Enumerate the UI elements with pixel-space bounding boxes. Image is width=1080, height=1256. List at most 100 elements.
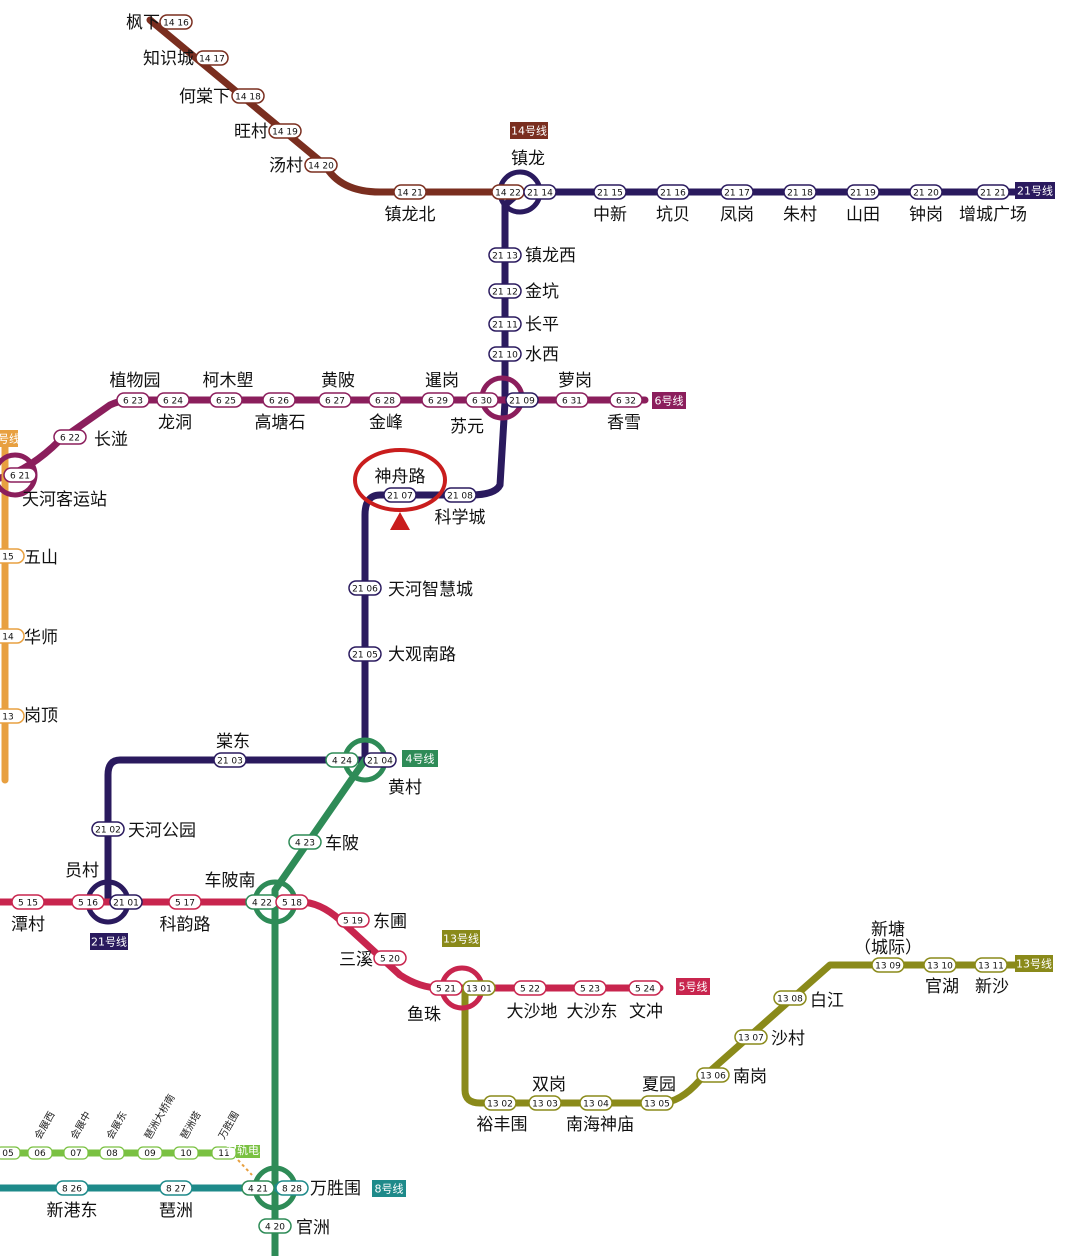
station-dashadi[interactable]: 5 22 bbox=[513, 980, 547, 996]
station-tancun[interactable]: 5 15 bbox=[11, 894, 45, 910]
station-yuancun-pill bbox=[71, 894, 105, 910]
station-shuanggang[interactable]: 13 03 bbox=[528, 1095, 562, 1111]
station-xiayuan[interactable]: 13 05 bbox=[640, 1095, 674, 1111]
station-xingangdong[interactable]: 8 26 bbox=[55, 1180, 89, 1196]
station-gaotangshi-pill bbox=[262, 392, 296, 408]
apm-station-2[interactable]: 07 bbox=[63, 1146, 89, 1160]
station-fenggang[interactable]: 21 17 bbox=[720, 184, 754, 200]
station-zhenlongbei[interactable]: 14 21 bbox=[393, 184, 427, 200]
station-chebeinan[interactable]: 4 22 bbox=[245, 894, 279, 910]
station-huangbei[interactable]: 6 27 bbox=[318, 392, 352, 408]
station-zhonggang-code: 21 20 bbox=[913, 189, 939, 199]
station-jinfeng[interactable]: 6 28 bbox=[368, 392, 402, 408]
station-wanshengwei-label: 万胜围 bbox=[310, 1179, 361, 1199]
station-kexuecheng[interactable]: 21 08 bbox=[443, 487, 477, 503]
station-huangcun-alt[interactable]: 21 04 bbox=[363, 752, 397, 768]
station-changping[interactable]: 21 11 bbox=[488, 316, 522, 332]
station-yuancun-alt[interactable]: 21 01 bbox=[109, 894, 143, 910]
station-shuanggang-label: 双岗 bbox=[532, 1075, 566, 1095]
station-zhenlong-alt[interactable]: 21 14 bbox=[523, 184, 557, 200]
station-shuixi[interactable]: 21 10 bbox=[488, 346, 522, 362]
station-gangding-code: 13 bbox=[2, 713, 13, 723]
station-fengxia[interactable]: 14 16 bbox=[159, 14, 193, 30]
apm-station-4[interactable]: 09 bbox=[137, 1146, 163, 1160]
station-pazhou-pill bbox=[159, 1180, 193, 1196]
apm-label-4: 琶洲塔 bbox=[177, 1109, 203, 1141]
station-kemulang[interactable]: 6 25 bbox=[209, 392, 243, 408]
station-yufengwei[interactable]: 13 02 bbox=[483, 1095, 517, 1111]
station-zhiwuyuan[interactable]: 6 23 bbox=[116, 392, 150, 408]
apm-transfer-dash bbox=[237, 1159, 253, 1176]
station-wangcun[interactable]: 14 19 bbox=[268, 123, 302, 139]
station-yuzhu-alt-code: 13 01 bbox=[466, 985, 492, 995]
station-zengcheng-label: 增城广场 bbox=[959, 205, 1027, 225]
svg-text:11: 11 bbox=[218, 1149, 229, 1159]
station-zhenlongxi[interactable]: 21 13 bbox=[488, 247, 522, 263]
station-tianhekeyun-label: 天河客运站 bbox=[22, 490, 107, 510]
station-xintang[interactable]: 13 09 bbox=[871, 957, 905, 973]
station-tianhezhihui[interactable]: 21 06 bbox=[348, 580, 382, 596]
station-nanhaishenmiao[interactable]: 13 04 bbox=[579, 1095, 613, 1111]
station-tianhegongyuan-pill bbox=[91, 821, 125, 837]
station-luogang[interactable]: 6 31 bbox=[555, 392, 589, 408]
station-wenchong[interactable]: 5 24 bbox=[628, 980, 662, 996]
station-guanhu[interactable]: 13 10 bbox=[923, 957, 957, 973]
station-pazhou[interactable]: 8 27 bbox=[159, 1180, 193, 1196]
station-dongpu[interactable]: 5 19 bbox=[336, 912, 370, 928]
station-shenzhoulu[interactable]: 21 07 bbox=[383, 487, 417, 503]
station-tangdong[interactable]: 21 03 bbox=[213, 752, 247, 768]
station-gaotangshi[interactable]: 6 26 bbox=[262, 392, 296, 408]
station-daguannan[interactable]: 21 05 bbox=[348, 646, 382, 662]
station-xiangxue[interactable]: 6 32 bbox=[609, 392, 643, 408]
station-guanzhou[interactable]: 4 20 bbox=[258, 1218, 292, 1234]
station-yuzhu-alt[interactable]: 13 01 bbox=[462, 980, 496, 996]
station-hetangxia[interactable]: 14 18 bbox=[231, 88, 265, 104]
apm-station-3[interactable]: 08 bbox=[99, 1146, 125, 1160]
station-huangcun[interactable]: 4 24 bbox=[325, 752, 359, 768]
apm-station-0[interactable]: 05 bbox=[0, 1146, 21, 1160]
station-keyunlu[interactable]: 5 17 bbox=[168, 894, 202, 910]
station-suyuan[interactable]: 6 30 bbox=[465, 392, 499, 408]
station-zhishicheng[interactable]: 14 17 bbox=[195, 50, 229, 66]
station-tianhekeyun[interactable]: 6 21 bbox=[3, 467, 37, 483]
station-shacun[interactable]: 13 07 bbox=[734, 1029, 768, 1045]
station-tangcun[interactable]: 14 20 bbox=[304, 157, 338, 173]
station-baijiang[interactable]: 13 08 bbox=[773, 990, 807, 1006]
station-jinkeng[interactable]: 21 12 bbox=[488, 283, 522, 299]
svg-text:10: 10 bbox=[180, 1149, 192, 1159]
station-changping-label: 长平 bbox=[525, 315, 559, 335]
station-zengcheng[interactable]: 21 21 bbox=[976, 184, 1010, 200]
station-xinsha[interactable]: 13 11 bbox=[974, 957, 1008, 973]
station-longdong[interactable]: 6 24 bbox=[156, 392, 190, 408]
station-yuancun[interactable]: 5 16 bbox=[71, 894, 105, 910]
station-suyuan-alt[interactable]: 21 09 bbox=[505, 392, 539, 408]
station-sanxi[interactable]: 5 20 bbox=[373, 950, 407, 966]
station-zhucun[interactable]: 21 18 bbox=[783, 184, 817, 200]
station-wanshengwei-alt[interactable]: 8 28 bbox=[275, 1180, 309, 1196]
station-nangang[interactable]: 13 06 bbox=[696, 1067, 730, 1083]
station-gaotangshi-label: 高塘石 bbox=[255, 413, 306, 433]
station-zhucun-code: 21 18 bbox=[787, 189, 813, 199]
station-kengbei[interactable]: 21 16 bbox=[656, 184, 690, 200]
station-chebeinan-label: 车陂南 bbox=[205, 871, 256, 891]
station-dashadong[interactable]: 5 23 bbox=[573, 980, 607, 996]
station-huashi[interactable]: 14 bbox=[0, 628, 25, 644]
station-tianhegongyuan[interactable]: 21 02 bbox=[91, 821, 125, 837]
apm-station-5[interactable]: 10 bbox=[173, 1146, 199, 1160]
station-zhenlong[interactable]: 14 22 bbox=[491, 184, 525, 200]
station-gangding[interactable]: 13 bbox=[0, 708, 25, 724]
station-shuanggang-code: 13 03 bbox=[532, 1100, 558, 1110]
station-changban[interactable]: 6 22 bbox=[53, 429, 87, 445]
station-xiegang[interactable]: 6 29 bbox=[421, 392, 455, 408]
station-chebeinan-alt[interactable]: 5 18 bbox=[275, 894, 309, 910]
station-wangcun-code: 14 19 bbox=[272, 128, 298, 138]
station-zhonggang[interactable]: 21 20 bbox=[909, 184, 943, 200]
station-chebei[interactable]: 4 23 bbox=[288, 834, 322, 850]
apm-station-1[interactable]: 06 bbox=[27, 1146, 53, 1160]
station-xintang-label: 新塘 bbox=[871, 920, 905, 940]
station-wushan[interactable]: 15 bbox=[0, 548, 25, 564]
station-zhongxin[interactable]: 21 15 bbox=[593, 184, 627, 200]
station-wanshengwei[interactable]: 4 21 bbox=[241, 1180, 275, 1196]
station-shantian[interactable]: 21 19 bbox=[846, 184, 880, 200]
station-yuzhu[interactable]: 5 21 bbox=[429, 980, 463, 996]
